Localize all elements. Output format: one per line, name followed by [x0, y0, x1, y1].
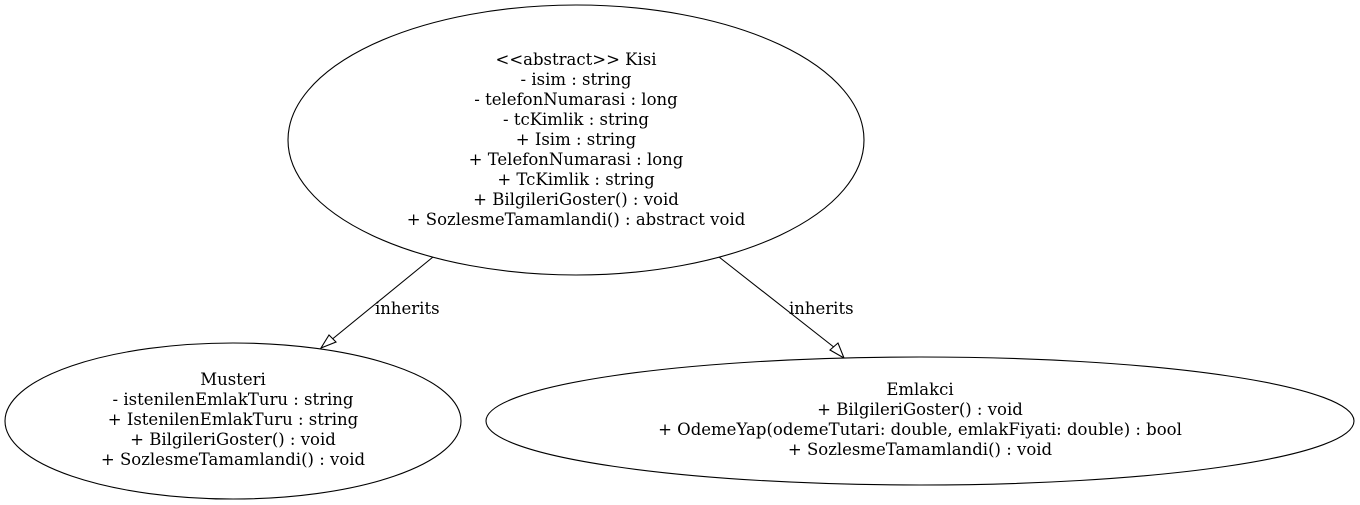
class-method: + BilgileriGoster() : void [130, 430, 336, 449]
class-attribute: - isim : string [521, 70, 632, 89]
edge-kisi-emlakci: inherits [718, 256, 854, 360]
class-title: Emlakci [886, 380, 953, 399]
class-node-musteri[interactable]: Musteri - istenilenEmlakTuru : string + … [4, 342, 462, 500]
edge-label: inherits [789, 299, 854, 318]
class-property: + TelefonNumarasi : long [469, 150, 684, 169]
class-title: <<abstract>> Kisi [496, 50, 657, 69]
class-attribute: - istenilenEmlakTuru : string [113, 390, 354, 409]
class-method: + SozlesmeTamamlandi() : void [101, 450, 366, 469]
class-method: + SozlesmeTamamlandi() : void [788, 440, 1053, 459]
inheritance-arrowhead [319, 334, 337, 350]
class-method: + BilgileriGoster() : void [473, 190, 679, 209]
class-property: + TcKimlik : string [497, 170, 655, 189]
class-property: + Isim : string [516, 130, 637, 149]
class-method: + SozlesmeTamamlandi() : abstract void [407, 210, 746, 229]
class-node-outline [485, 356, 1355, 486]
class-node-kisi[interactable]: <<abstract>> Kisi - isim : string - tele… [287, 4, 865, 276]
class-method: + OdemeYap(odemeTutari: double, emlakFiy… [658, 420, 1182, 439]
edge-line [718, 256, 836, 349]
class-node-outline [287, 4, 865, 276]
edge-line [329, 256, 434, 342]
class-property: + IstenilenEmlakTuru : string [108, 410, 359, 429]
class-attribute: - tcKimlik : string [503, 110, 649, 129]
class-method: + BilgileriGoster() : void [817, 400, 1023, 419]
inheritance-arrowhead [829, 342, 846, 360]
class-title: Musteri [200, 370, 266, 389]
class-attribute: - telefonNumarasi : long [474, 90, 678, 109]
edge-label: inherits [375, 299, 440, 318]
edge-kisi-musteri: inherits [319, 256, 440, 350]
class-node-outline [4, 342, 462, 500]
class-node-emlakci[interactable]: Emlakci + BilgileriGoster() : void + Ode… [485, 356, 1355, 486]
